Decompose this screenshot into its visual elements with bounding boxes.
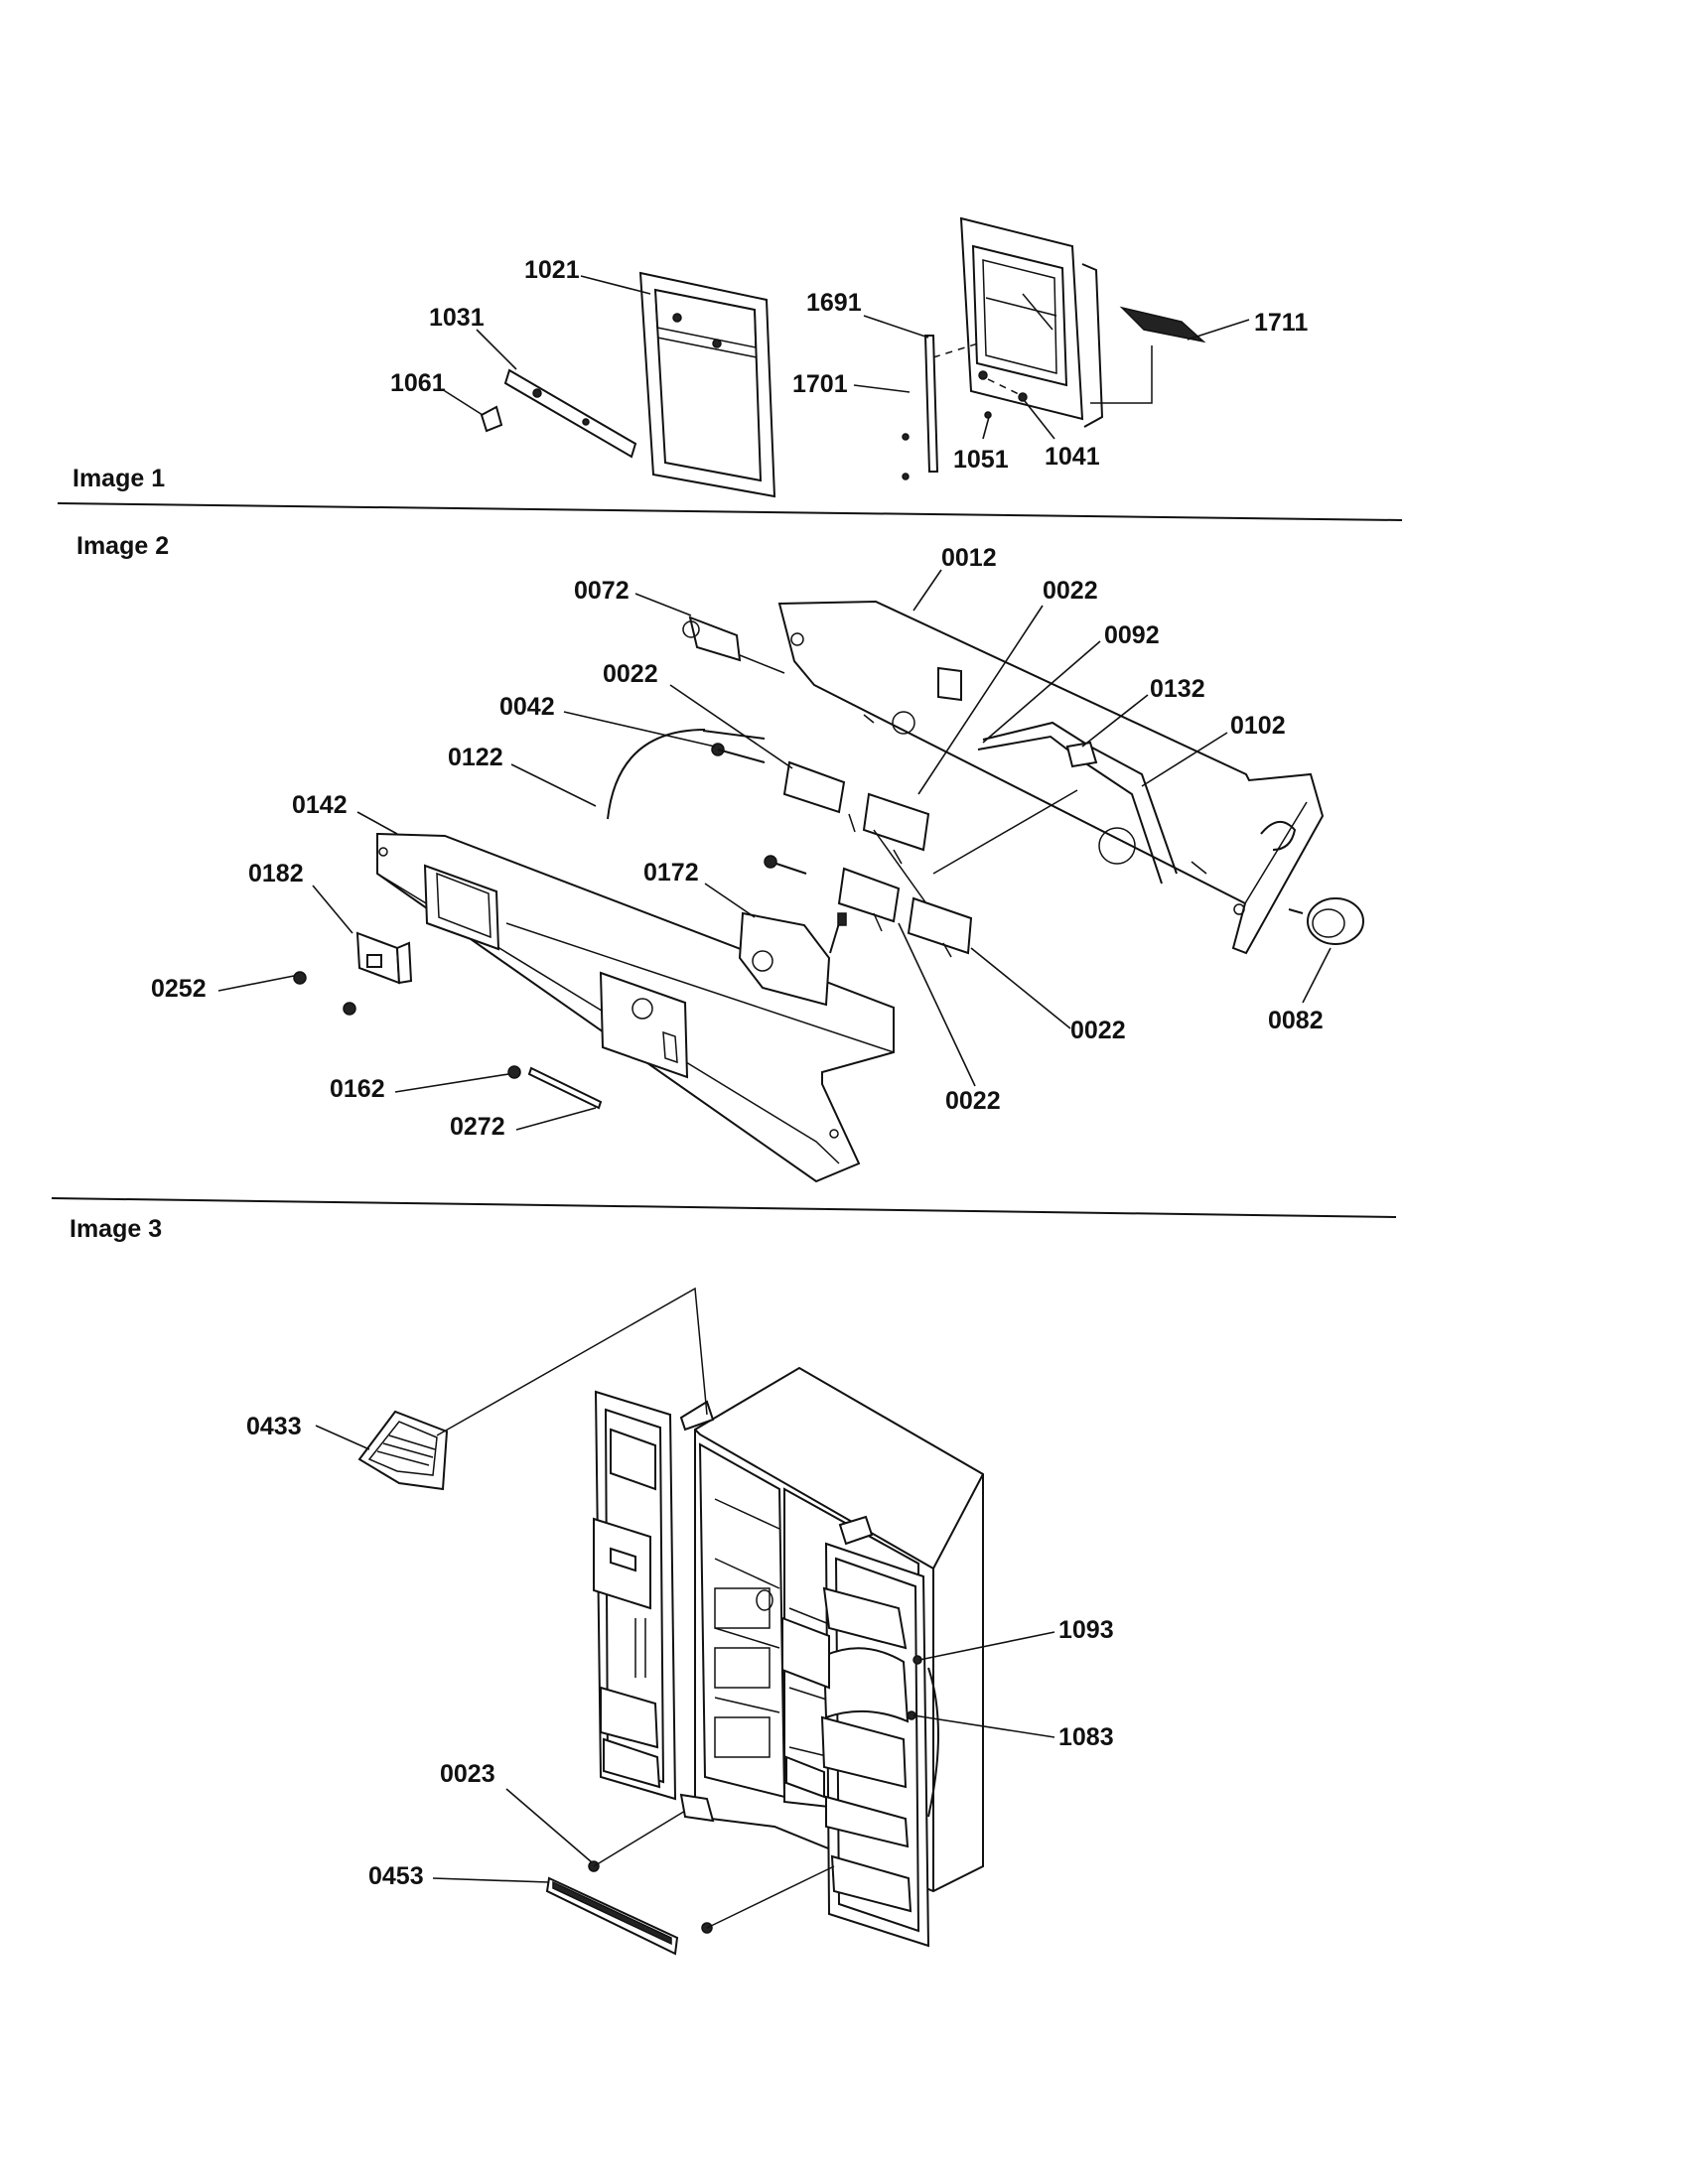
label-0023: 0023 xyxy=(440,1760,495,1788)
left-door xyxy=(593,1390,715,1801)
part-0012-bracket xyxy=(777,600,1325,955)
label-0022-b: 0022 xyxy=(603,660,658,688)
label-0433: 0433 xyxy=(246,1413,302,1440)
label-0142: 0142 xyxy=(292,791,348,819)
label-1051: 1051 xyxy=(953,446,1009,474)
part-0142-panel xyxy=(376,832,895,1183)
part-0433-tray xyxy=(357,1287,708,1491)
label-0022-d: 0022 xyxy=(945,1087,1001,1115)
part-0082-knob xyxy=(1288,897,1364,945)
image1-section: Image 1 xyxy=(57,216,1403,521)
label-0072: 0072 xyxy=(574,577,630,605)
label-0042: 0042 xyxy=(499,693,555,721)
label-1093: 1093 xyxy=(1058,1616,1114,1644)
label-0092: 0092 xyxy=(1104,621,1160,649)
label-0022-a: 0022 xyxy=(1043,577,1098,605)
label-0102: 0102 xyxy=(1230,712,1286,740)
label-0162: 0162 xyxy=(330,1075,385,1103)
label-1691: 1691 xyxy=(806,289,862,317)
dispenser-housing xyxy=(959,216,1104,428)
label-0252: 0252 xyxy=(151,975,207,1003)
label-0122: 0122 xyxy=(448,744,503,771)
section-divider-1 xyxy=(57,502,1403,521)
image3-section: Image 3 xyxy=(70,1215,1114,1956)
label-0453: 0453 xyxy=(368,1862,424,1890)
label-1021: 1021 xyxy=(524,256,580,284)
part-0072-component xyxy=(682,615,785,674)
part-1061-clip xyxy=(480,405,503,433)
image2-section: Image 2 xyxy=(51,532,1397,1218)
label-0022-c: 0022 xyxy=(1070,1017,1126,1044)
part-1041-screws xyxy=(978,370,1028,419)
label-0182: 0182 xyxy=(248,860,304,887)
label-0272: 0272 xyxy=(450,1113,505,1141)
label-0132: 0132 xyxy=(1150,675,1205,703)
image3-title: Image 3 xyxy=(70,1215,162,1243)
label-1041: 1041 xyxy=(1045,443,1100,471)
part-0182-block xyxy=(293,931,413,1016)
image1-title: Image 1 xyxy=(72,465,165,492)
label-1083: 1083 xyxy=(1058,1723,1114,1751)
section-divider-2 xyxy=(51,1197,1397,1218)
part-0272-rod xyxy=(507,1065,603,1110)
right-door xyxy=(781,1515,939,1948)
label-0172: 0172 xyxy=(643,859,699,887)
part-0022-switch-upper xyxy=(782,760,1078,914)
part-0172-motor xyxy=(738,911,847,1007)
label-1711: 1711 xyxy=(1254,309,1308,337)
label-1061: 1061 xyxy=(390,369,446,397)
part-1691-bar xyxy=(902,335,979,480)
label-1701: 1701 xyxy=(792,370,848,398)
part-0453-kickplate xyxy=(545,1793,835,1956)
part-1711-grille xyxy=(1090,306,1206,404)
label-1031: 1031 xyxy=(429,304,485,332)
part-0022-switch-lower xyxy=(764,855,973,958)
part-1021-frame xyxy=(638,271,776,498)
image2-title: Image 2 xyxy=(76,532,169,560)
part-0122-wire xyxy=(607,729,766,820)
label-0012: 0012 xyxy=(941,544,997,572)
part-1031-strip xyxy=(503,368,637,459)
label-0082: 0082 xyxy=(1268,1007,1324,1034)
